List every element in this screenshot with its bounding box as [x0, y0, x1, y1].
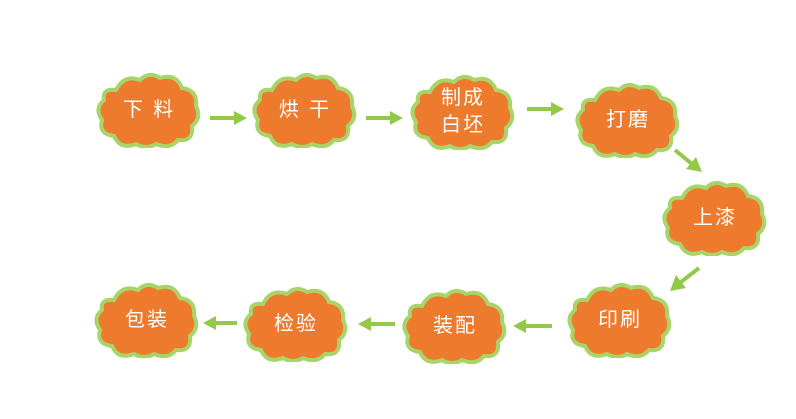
cloud-shape — [575, 83, 680, 158]
step-label: 打磨 — [606, 106, 650, 131]
arrow-3-4 — [527, 102, 564, 116]
cloud-shape — [402, 289, 507, 364]
step-label: 烘 干 — [278, 96, 332, 121]
step-cut-material: 下 料 — [94, 70, 204, 148]
cloud-shape — [410, 75, 515, 150]
cloud-shape — [662, 181, 767, 256]
arrow-6-7 — [513, 319, 552, 333]
step-polish: 打磨 — [573, 80, 683, 158]
step-label: 上漆 — [693, 204, 737, 229]
step-label: 包装 — [125, 306, 169, 331]
cloud-shape — [243, 287, 348, 362]
step-print: 印刷 — [565, 280, 675, 358]
cloud-shape — [94, 283, 199, 358]
cloud-shape — [96, 73, 201, 148]
step-label: 装配 — [433, 312, 477, 337]
step-label: 制成 白坯 — [441, 85, 485, 136]
step-make-blank: 制成 白坯 — [408, 72, 518, 150]
arrow-1-2 — [210, 111, 247, 125]
step-assemble: 装配 — [400, 286, 510, 364]
arrow-2-3 — [366, 111, 403, 125]
arrow-7-8 — [358, 317, 395, 331]
arrow-8-9 — [203, 316, 237, 330]
arrow-4-5 — [673, 148, 702, 172]
cloud-shape — [567, 283, 672, 358]
cloud-shape — [252, 73, 357, 148]
step-label: 印刷 — [598, 306, 642, 331]
step-dry: 烘 干 — [250, 70, 360, 148]
step-package: 包装 — [92, 280, 202, 358]
step-paint: 上漆 — [660, 178, 770, 256]
step-inspect: 检验 — [241, 284, 351, 362]
step-label: 下 料 — [122, 96, 176, 121]
arrow-5-6 — [670, 266, 701, 291]
step-label: 检验 — [274, 310, 318, 335]
